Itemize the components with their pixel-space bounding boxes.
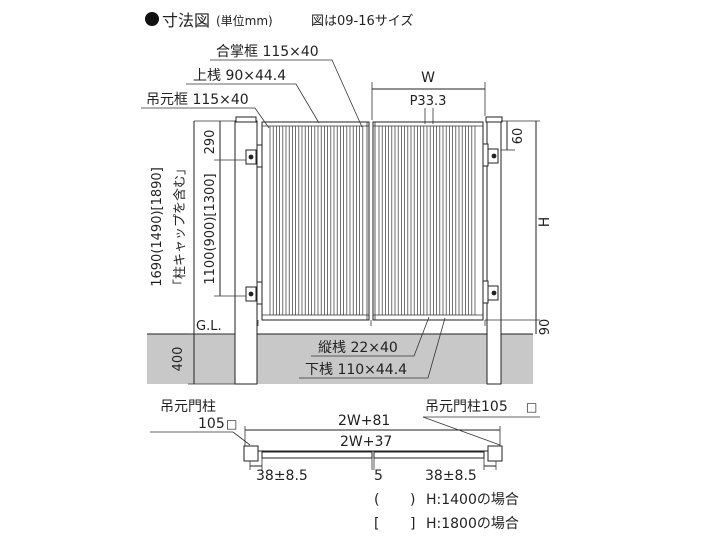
- note-row2-open: [: [374, 516, 379, 532]
- leader-tsurimoto: [141, 107, 270, 129]
- leader-tatesan: [311, 316, 430, 357]
- plan-leaf-left: [261, 451, 373, 459]
- label-90: 90: [538, 319, 553, 336]
- plan-post-right: 吊元門柱105: [425, 399, 508, 415]
- plan-leaf-right: [373, 451, 485, 459]
- note-row2-text: H:1800の場合: [426, 516, 519, 532]
- plan-post-left-title: 吊元門柱: [160, 399, 216, 415]
- gate-panel-right: [372, 121, 484, 321]
- label-center-gap: 5: [374, 468, 383, 484]
- plan-post-right: [487, 445, 503, 462]
- plan-post-left: [243, 445, 259, 462]
- label-outer: 1690(1490)[1890]: [150, 167, 165, 287]
- right-post-cap: [485, 116, 503, 123]
- label-2w37: 2W+37: [340, 434, 392, 450]
- label-pitch: P33.3: [410, 94, 447, 109]
- ground-fill: [147, 334, 533, 384]
- label-400: 400: [171, 347, 186, 372]
- label-gl: G.L.: [196, 319, 222, 334]
- label-290: 290: [203, 130, 218, 155]
- label-width: W: [421, 70, 435, 86]
- heading-note: 図は09-16サイズ: [311, 13, 413, 29]
- heading-title: 寸法図: [162, 11, 210, 30]
- label-inner: 1100(900)[1300]: [203, 173, 218, 284]
- note-row1-close: ): [410, 492, 415, 508]
- plan-post-left-size: 105: [198, 416, 225, 432]
- note-row2-close: ]: [410, 516, 415, 532]
- square-mark-left: □: [226, 417, 237, 431]
- label-tatesan: 縦桟 22×40: [318, 340, 398, 356]
- label-shitasan: 下桟 110×44.4: [305, 362, 407, 378]
- square-mark-right: □: [526, 400, 537, 414]
- label-cap-note: 「柱キャップを含む」: [172, 162, 188, 292]
- label-left-gap: 38±8.5: [256, 468, 308, 484]
- label-gassho: 合掌框 115×40: [216, 44, 319, 60]
- vertical-slats: [269, 126, 476, 315]
- left-post-cap: [235, 116, 257, 123]
- leader-shitasan: [299, 317, 446, 379]
- label-uesan: 上桟 90×44.4: [193, 68, 286, 84]
- label-2w81: 2W+81: [338, 413, 390, 429]
- heading-bullet: [145, 12, 159, 26]
- leader-uesan: [186, 83, 320, 124]
- heading-unit: (単位mm): [216, 13, 273, 28]
- label-tsurimoto: 吊元框 115×40: [146, 92, 249, 108]
- label-60: 60: [511, 128, 526, 145]
- leader-gassho: [210, 59, 363, 128]
- label-height: H: [537, 217, 553, 228]
- leader-post-right-diag: [422, 416, 501, 446]
- leader-post-left-diag: [232, 431, 251, 446]
- label-right-gap: 38±8.5: [425, 468, 477, 484]
- hinge-right-top: [482, 143, 499, 167]
- note-row1-text: H:1400の場合: [426, 492, 519, 508]
- note-row1-open: (: [374, 492, 379, 508]
